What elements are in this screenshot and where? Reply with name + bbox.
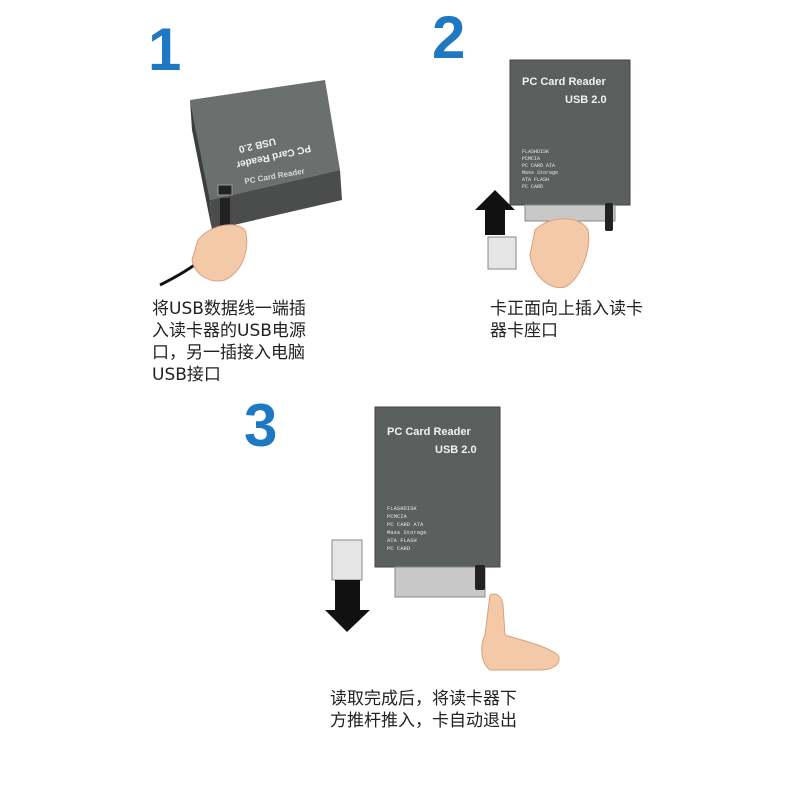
format-item: ATA FLASH <box>522 177 549 183</box>
reader-subtitle: USB 2.0 <box>435 444 477 456</box>
format-item: PC CARD <box>522 184 543 190</box>
reader-body <box>375 407 500 567</box>
reader-subtitle: USB 2.0 <box>565 94 607 106</box>
usb-plug-icon <box>220 198 230 226</box>
reader-title: PC Card Reader <box>522 76 606 88</box>
pc-card-icon <box>331 539 363 581</box>
format-item: Mass Storage <box>522 170 558 176</box>
step-1-number: 1 <box>148 16 182 83</box>
hand-icon <box>191 224 248 282</box>
arrow-up-icon <box>475 190 515 235</box>
format-item: PC CARD ATA <box>522 163 555 169</box>
step-3-illustration: PC Card Reader USB 2.0 FLASHDISK PCMCIA … <box>325 406 560 671</box>
reader-front-face <box>210 170 342 230</box>
format-item: FLASHDISK <box>522 149 549 155</box>
step-2-illustration: PC Card Reader USB 2.0 FLASHDISK PCMCIA … <box>475 59 631 289</box>
reader-top-face <box>190 80 340 200</box>
step-3-number: 3 <box>244 392 278 459</box>
step-2-caption: 卡正面向上插入读卡 器卡座口 <box>490 299 643 341</box>
reader-body <box>510 60 630 205</box>
format-item: ATA FLASH <box>387 537 417 544</box>
eject-lever <box>475 565 485 590</box>
format-item: PC CARD ATA <box>387 521 424 528</box>
hand-icon <box>529 218 590 289</box>
step-1-illustration: PC Card Reader USB 2.0 PC Card Reader <box>159 80 342 287</box>
hand-icon <box>481 593 560 671</box>
pc-card-icon <box>487 236 517 270</box>
format-item: PCMCIA <box>387 513 408 520</box>
eject-lever <box>605 203 613 231</box>
arrow-down-icon <box>325 580 370 632</box>
reader-title: PC Card Reader <box>387 426 471 438</box>
step-1-caption: 将USB数据线一端插 入读卡器的USB电源 口，另一插接入电脑 USB接口 <box>152 299 306 385</box>
card-slot <box>524 204 616 222</box>
format-item: Mass Storage <box>387 529 427 536</box>
step-3-caption: 读取完成后，将读卡器下 方推杆推入，卡自动退出 <box>330 689 517 731</box>
card-slot <box>394 566 486 598</box>
step-2-number: 2 <box>432 4 466 71</box>
usb-port-icon <box>217 184 233 196</box>
format-item: PC CARD <box>387 545 411 552</box>
format-item: PCMCIA <box>522 156 540 162</box>
format-item: FLASHDISK <box>387 505 417 512</box>
